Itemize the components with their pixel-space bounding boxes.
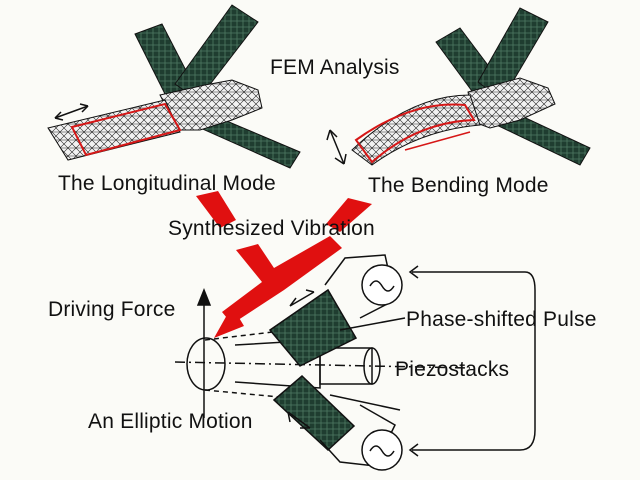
upper-wire bbox=[324, 254, 396, 319]
piezostack-upper bbox=[268, 288, 358, 367]
vibration-arrow-icon bbox=[54, 103, 89, 121]
center-line bbox=[174, 361, 471, 369]
lower-lead bbox=[329, 394, 401, 411]
driving-force-arrowhead bbox=[196, 287, 212, 306]
vibration-arrow-icon bbox=[326, 129, 347, 165]
deformed-outline-edge bbox=[404, 131, 471, 151]
ac-source-icon bbox=[361, 429, 403, 471]
driving-force-label: Driving Force bbox=[48, 298, 176, 321]
deformed-outline bbox=[354, 103, 476, 164]
deformed-outline bbox=[70, 102, 182, 157]
longitudinal-mode-label: The Longitudinal Mode bbox=[58, 172, 276, 195]
red-merge-arrow bbox=[222, 236, 342, 324]
mesh-head bbox=[159, 79, 263, 131]
piezostack-housing bbox=[319, 347, 373, 385]
mesh-horn bbox=[47, 99, 181, 161]
actuator-schematic bbox=[174, 254, 536, 467]
upper-lead bbox=[339, 317, 406, 331]
piezostacks-label: Piezostacks bbox=[395, 358, 510, 381]
vibration-arrow-icon bbox=[287, 289, 315, 429]
synthesized-vibration-label: Synthesized Vibration bbox=[168, 217, 375, 240]
phase-arrow-bottom bbox=[408, 271, 536, 457]
red-stroke-right bbox=[326, 198, 372, 232]
phase-shifted-pulse-label: Phase-shifted Pulse bbox=[406, 308, 597, 331]
synthesis-arrows bbox=[196, 191, 372, 338]
elliptic-motion-ellipse bbox=[186, 337, 226, 391]
piezostack-lower bbox=[272, 374, 356, 452]
ac-source-icon bbox=[361, 264, 403, 306]
bending-mode-label: The Bending Mode bbox=[368, 174, 549, 197]
fem-bending-model bbox=[326, 7, 591, 166]
housing-end bbox=[363, 347, 381, 385]
red-arrowhead bbox=[214, 306, 244, 338]
fem-longitudinal-model bbox=[47, 4, 301, 169]
phase-arrow-top bbox=[408, 265, 525, 279]
red-stroke-left bbox=[196, 191, 236, 228]
fem-analysis-label: FEM Analysis bbox=[270, 56, 400, 79]
elliptic-motion-label: An Elliptic Motion bbox=[88, 410, 253, 433]
